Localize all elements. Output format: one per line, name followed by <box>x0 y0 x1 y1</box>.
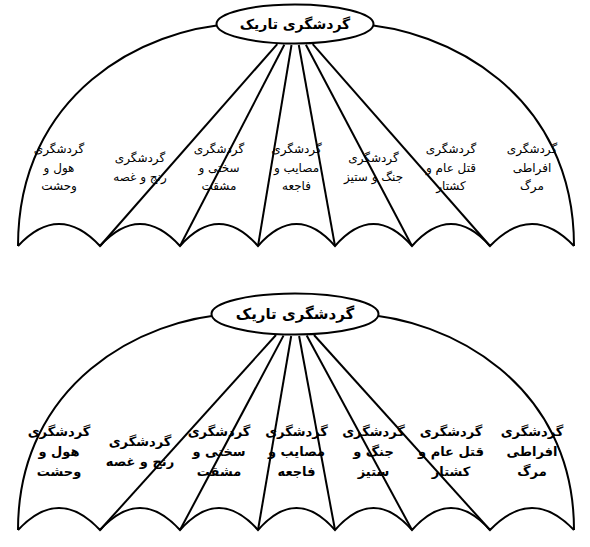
umbrella-segment: گردشگری هول و وحشت <box>28 140 90 196</box>
umbrella-segment: گردشگری قتل عام و کشتار <box>415 422 487 482</box>
segment-label: گردشگری جنگ و ستیز <box>343 149 405 186</box>
umbrella-segment: گردشگری قتل عام و کشتار <box>420 140 482 196</box>
dome-edge <box>18 24 235 246</box>
dome-edge <box>357 314 574 530</box>
segment-label: گردشگری سختی و مشقت <box>183 422 255 482</box>
oval-label: گردشگری تاریک <box>236 305 354 323</box>
segment-label: گردشگری افراطی مرگ <box>501 140 563 196</box>
umbrella-segment: گردشگری سختی و مشقت <box>183 422 255 482</box>
rib-line <box>313 44 490 246</box>
umbrella-segment: گردشگری جنگ و ستیز <box>343 149 405 186</box>
segment-label: گردشگری افراطی مرگ <box>495 422 569 482</box>
scalloped-hem <box>18 508 574 530</box>
umbrella-segment: گردشگری مصایب و فاجعه <box>261 422 332 482</box>
rib-line <box>100 44 277 246</box>
segment-label: گردشگری هول و وحشت <box>28 140 90 196</box>
umbrella-frame <box>18 314 574 530</box>
segment-label: گردشگری هول و وحشت <box>22 422 96 482</box>
scalloped-hem <box>18 224 574 246</box>
oval-label: گردشگری تاریک <box>240 16 351 32</box>
umbrella-segment: گردشگری هول و وحشت <box>22 422 96 482</box>
umbrella-segment: گردشگری جنگ و ستیز <box>338 422 409 482</box>
segment-label: گردشگری قتل عام و کشتار <box>420 140 482 196</box>
umbrella-segment: گردشگری مصایب و فاجعه <box>266 140 328 196</box>
title-oval: گردشگری تاریک <box>215 3 375 45</box>
rib-line <box>306 45 412 246</box>
umbrella-segment: گردشگری افراطی مرگ <box>495 422 569 482</box>
oval-shape <box>212 294 379 335</box>
dome-edge <box>355 24 574 246</box>
dome-edge <box>18 314 233 530</box>
rib-line <box>100 335 276 530</box>
rib-line <box>314 335 490 530</box>
segment-label: گردشگری مصایب و فاجعه <box>266 140 328 196</box>
segment-label: گردشگری رنج و غصه <box>103 432 177 472</box>
title-oval: گردشگری تاریک <box>210 292 380 336</box>
umbrella-segment: گردشگری افراطی مرگ <box>501 140 563 196</box>
segment-label: گردشگری جنگ و ستیز <box>338 422 409 482</box>
segment-label: گردشگری سختی و مشقت <box>188 140 250 196</box>
segment-label: گردشگری مصایب و فاجعه <box>261 422 332 482</box>
rib-line <box>180 45 284 246</box>
segment-label: گردشگری رنج و غصه <box>109 149 171 186</box>
umbrella-segment: گردشگری رنج و غصه <box>109 149 171 186</box>
segment-label: گردشگری قتل عام و کشتار <box>415 422 487 482</box>
umbrella-segment: گردشگری رنج و غصه <box>103 432 177 472</box>
oval-shape <box>217 5 374 44</box>
umbrella-segment: گردشگری سختی و مشقت <box>188 140 250 196</box>
umbrella-frame <box>18 24 574 246</box>
